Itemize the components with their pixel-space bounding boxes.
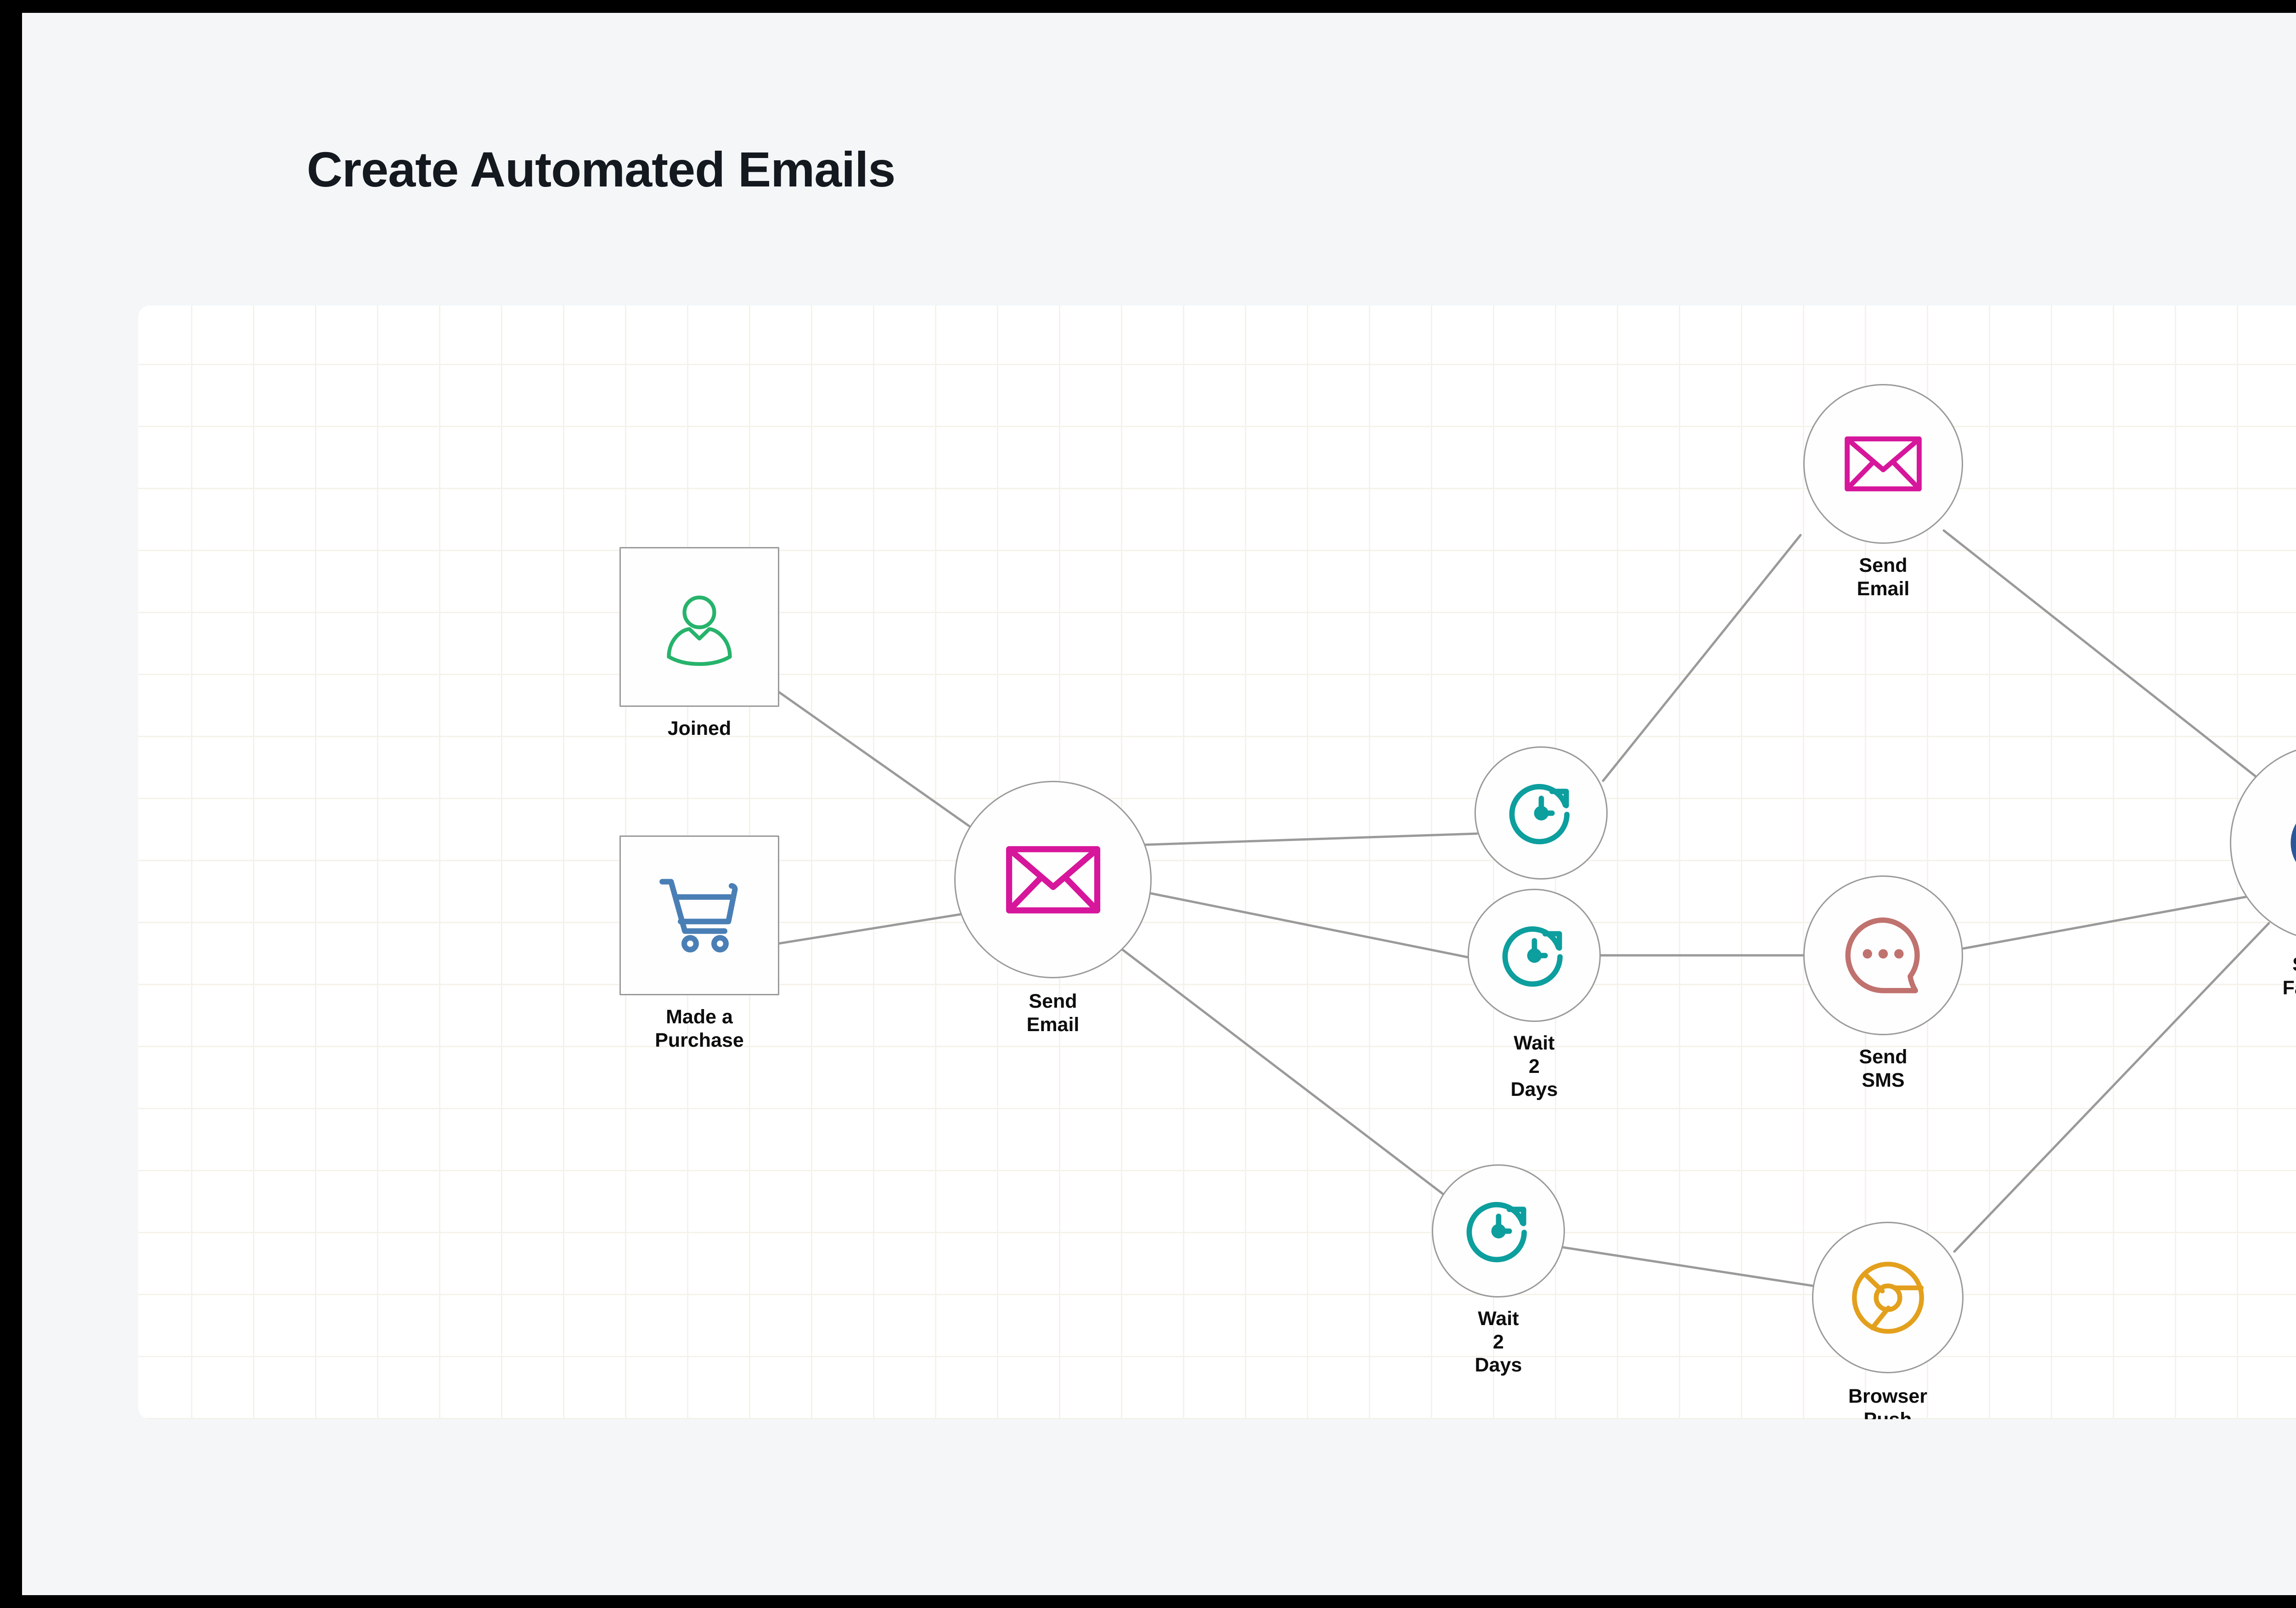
envelope-icon	[1006, 846, 1100, 914]
shopping-cart-icon	[659, 879, 738, 953]
clock-rotate-icon	[1509, 784, 1570, 844]
chrome-icon	[1851, 1261, 1924, 1334]
edge-send-email-2-to-facebook	[1942, 529, 2277, 794]
edge-wait-3-to-browser-push	[1559, 1246, 1816, 1287]
workflow-canvas[interactable]: Joined Made a Purchase	[138, 305, 2296, 1419]
node-send-email-secondary-shape[interactable]	[1803, 384, 1963, 544]
node-wait-2-days-bottom-label: Wait 2 Days	[1474, 1308, 1522, 1377]
edge-browser-push-to-facebook	[1953, 922, 2270, 1253]
node-browser-push-label: Browser Push	[1848, 1385, 1928, 1419]
person-icon	[667, 595, 732, 666]
node-joined-shape[interactable]	[619, 547, 779, 707]
edge-send-sms-to-facebook	[1962, 894, 2254, 950]
edge-layer	[774, 529, 2277, 1287]
edge-joined-to-send-email-1	[774, 688, 985, 837]
node-send-sms-shape[interactable]	[1803, 875, 1963, 1035]
page-title: Create Automated Emails	[307, 141, 895, 197]
node-joined-label: Joined	[667, 717, 732, 739]
envelope-icon	[1845, 436, 1922, 491]
clock-rotate-icon	[1466, 1202, 1527, 1262]
node-wait-2-days-middle-shape[interactable]	[1468, 889, 1601, 1022]
node-wait-2-days-bottom-shape[interactable]	[1432, 1164, 1565, 1298]
node-send-email-primary-label: Send Email	[1026, 990, 1080, 1036]
facebook-icon	[2290, 823, 2296, 863]
edge-send-email-1-to-wait-3	[1120, 947, 1451, 1200]
node-made-a-purchase-label: Made a Purchase	[655, 1006, 744, 1051]
node-send-email-primary-shape[interactable]	[954, 781, 1152, 978]
chat-bubble-icon	[1845, 917, 1920, 993]
edge-wait-1-to-send-email-2	[1602, 534, 1802, 782]
node-send-email-secondary-label: Send Email	[1857, 554, 1910, 600]
edge-send-email-1-to-wait-1	[1132, 832, 1478, 846]
node-wait-2-days-top-shape[interactable]	[1474, 746, 1608, 880]
edge-purchase-to-send-email-1	[775, 910, 978, 945]
node-send-to-facebook-label: Send to Facebook	[2282, 954, 2296, 999]
automation-builder-page: Create Automated Emails	[22, 13, 2296, 1595]
clock-rotate-icon	[1502, 926, 1563, 987]
node-browser-push-shape[interactable]	[1812, 1222, 1964, 1373]
node-wait-2-days-middle-label: Wait 2 Days	[1510, 1032, 1558, 1101]
node-made-a-purchase-shape[interactable]	[619, 835, 779, 995]
node-send-sms-label: Send SMS	[1859, 1046, 1908, 1091]
edge-send-email-1-to-wait-2	[1149, 892, 1471, 959]
